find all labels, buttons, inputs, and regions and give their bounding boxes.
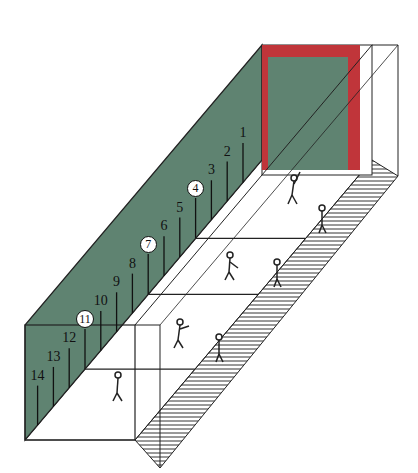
court-line	[179, 218, 180, 258]
court-line	[116, 292, 117, 332]
near-frame	[25, 325, 135, 440]
court-line	[195, 198, 196, 239]
court-line	[196, 238, 306, 239]
marker-number: 4	[193, 182, 199, 195]
court-line	[84, 329, 85, 369]
marker-number: 11	[79, 313, 91, 326]
wall-number: 10	[94, 293, 108, 308]
court-line	[211, 180, 212, 220]
court-line	[242, 143, 243, 183]
court-line	[227, 162, 228, 202]
wall-number: 9	[113, 274, 120, 289]
players	[113, 172, 326, 401]
wall-number: 12	[62, 330, 76, 345]
court-line	[148, 294, 258, 295]
wall-number: 2	[224, 144, 231, 159]
court-line	[132, 274, 133, 314]
wall-number: 13	[46, 349, 60, 364]
court-line	[163, 236, 164, 275]
circled-marker: 7	[140, 236, 157, 253]
court-line	[53, 367, 54, 407]
circled-marker: 4	[187, 180, 204, 197]
court-line	[100, 311, 101, 351]
wall-number: 14	[31, 368, 45, 383]
court-line	[148, 254, 149, 295]
wall-number: 1	[240, 125, 247, 140]
wall-number: 6	[161, 218, 168, 233]
court-line	[85, 369, 195, 370]
court-line	[69, 348, 70, 388]
wall-number: 5	[176, 200, 183, 215]
circled-marker: 11	[76, 310, 94, 328]
court-line	[37, 386, 38, 426]
side-wall	[25, 45, 262, 440]
wall-number: 3	[208, 162, 215, 177]
wall-number: 8	[129, 256, 136, 271]
marker-number: 7	[145, 238, 151, 251]
